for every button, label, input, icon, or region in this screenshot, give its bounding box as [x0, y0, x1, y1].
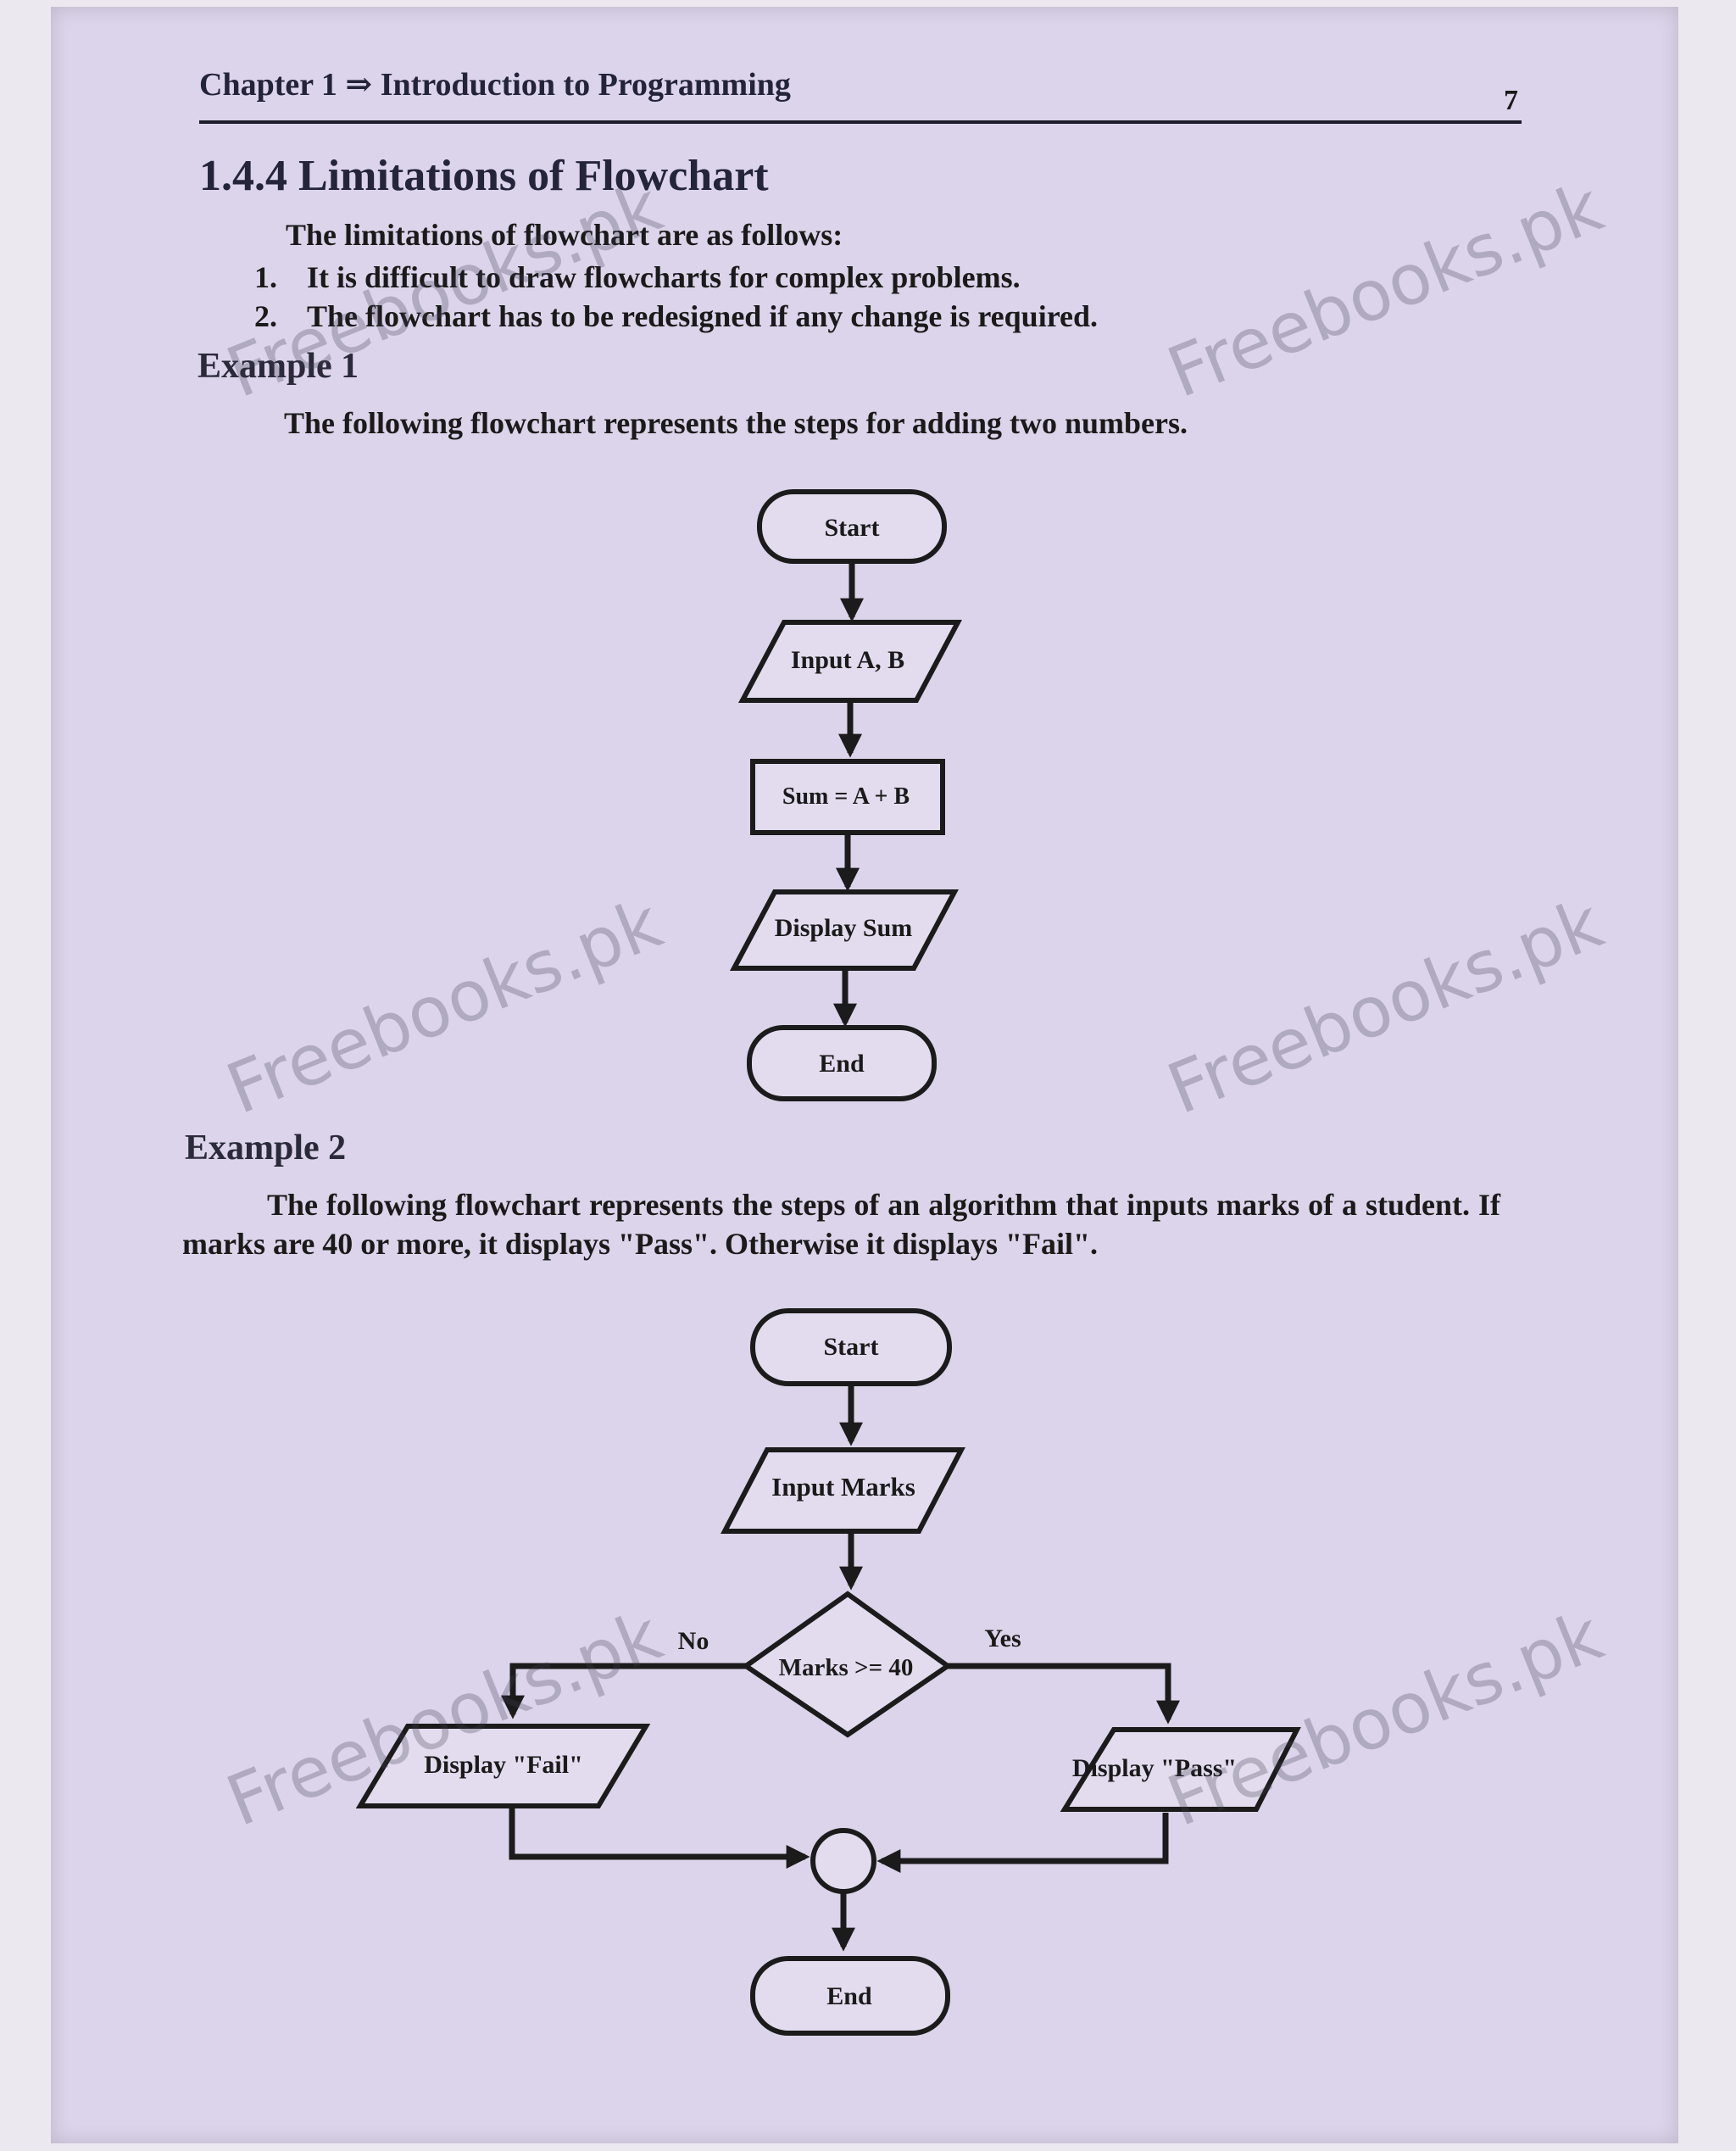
connector-circle: [810, 1828, 876, 1894]
list-item-number: 1.: [254, 260, 277, 294]
start-terminal: [757, 489, 947, 564]
output-parallelogram: [730, 889, 959, 971]
end-label: End: [826, 1982, 872, 2010]
start-label: Start: [824, 1333, 879, 1361]
flow-arrow: [876, 1813, 1169, 1873]
yes-label: Yes: [984, 1624, 1021, 1652]
pass-output-parallelogram: [1060, 1727, 1301, 1812]
list-item-text: The flowchart has to be redesigned if an…: [307, 299, 1099, 333]
header-divider: [199, 120, 1522, 124]
example2-description: The following flowchart represents the s…: [182, 1188, 1500, 1261]
example2-heading: Example 2: [185, 1128, 347, 1167]
page-number: 7: [1504, 85, 1518, 116]
flow-arrow-no: [501, 1663, 746, 1719]
end-terminal: [750, 1956, 950, 2036]
process-box: [750, 759, 945, 835]
flow-arrow: [509, 1806, 810, 1869]
process-label: Sum = A + B: [782, 783, 910, 810]
output-label: Display Sum: [775, 914, 913, 942]
example1-heading: Example 1: [198, 347, 359, 386]
chapter-header: Chapter 1 ⇒ Introduction to Programming: [199, 67, 791, 103]
no-label: No: [678, 1627, 709, 1655]
fail-output-label: Display "Fail": [424, 1751, 583, 1779]
end-terminal: [747, 1025, 937, 1101]
start-terminal: [750, 1308, 952, 1386]
input-parallelogram: [738, 620, 962, 703]
decision-diamond: [741, 1591, 953, 1738]
example2-flowchart: Start Input Marks Marks >= 40 No Yes Dis…: [355, 1308, 1301, 2036]
end-label: End: [819, 1050, 865, 1078]
input-parallelogram: [721, 1447, 965, 1534]
start-label: Start: [825, 514, 880, 542]
fail-output-parallelogram: [355, 1724, 651, 1808]
input-label: Input A, B: [791, 646, 904, 674]
decision-label: Marks >= 40: [779, 1654, 914, 1681]
list-item-number: 2.: [254, 299, 277, 333]
section-intro: The limitations of flowchart are as foll…: [286, 218, 843, 252]
list-item-text: It is difficult to draw flowcharts for c…: [307, 260, 1021, 294]
pass-output-label: Display "Pass": [1072, 1754, 1237, 1782]
flow-arrow-yes: [946, 1663, 1180, 1725]
input-label: Input Marks: [771, 1472, 915, 1502]
section-heading: 1.4.4 Limitations of Flowchart: [199, 152, 769, 200]
example1-description: The following flowchart represents the s…: [284, 406, 1188, 440]
example1-flowchart: Start Input A, B Sum = A + B Display Sum…: [730, 489, 962, 1101]
